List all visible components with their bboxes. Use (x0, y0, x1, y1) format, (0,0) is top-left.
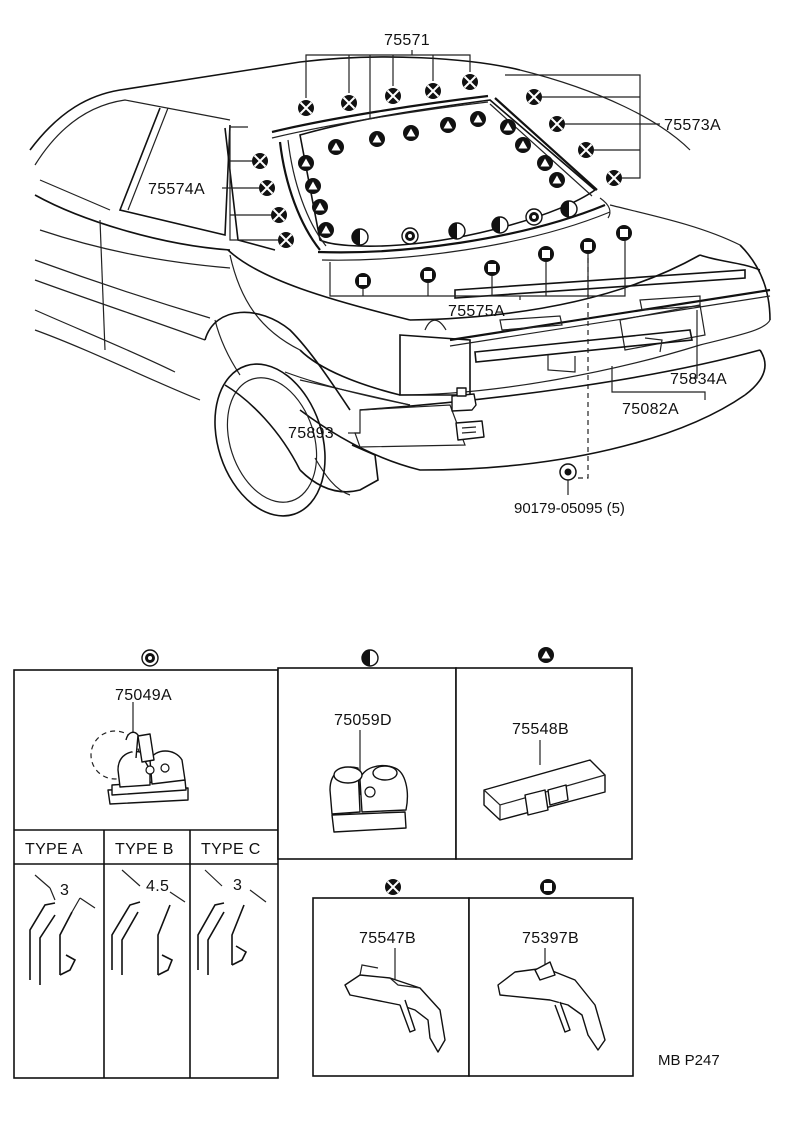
clip-75049a-drawing (90, 702, 189, 805)
type-c-header: TYPE C (201, 841, 261, 858)
label-75397b: 75397B (522, 930, 579, 947)
type-b-profile: 4.5 (111, 869, 186, 976)
type-a-profile: 3 (29, 874, 96, 985)
label-90179: 90179-05095 (5) (514, 500, 625, 517)
type-b-dim: 4.5 (146, 878, 169, 895)
clip-75547b-drawing (344, 948, 446, 1053)
car-body-outline (29, 56, 771, 517)
label-75834a: 75834A (670, 371, 727, 388)
label-75893: 75893 (288, 425, 334, 442)
type-c-dim: 3 (233, 877, 242, 894)
clip-75059d-drawing (329, 730, 409, 833)
type-a-dim: 3 (60, 882, 69, 899)
label-75575a: 75575A (448, 303, 505, 320)
label-75049a: 75049A (115, 687, 172, 704)
type-c-profile: 3 (197, 869, 267, 975)
label-75059d: 75059D (334, 712, 392, 729)
label-75573a: 75573A (664, 117, 721, 134)
leader-lines (222, 50, 706, 479)
half-circle-symbol-icon (361, 649, 379, 667)
cross-circle-symbol-icon (384, 878, 402, 896)
label-75574a: 75574A (148, 181, 205, 198)
legend-grid (13, 667, 634, 1079)
clip-75548b-drawing (483, 740, 606, 821)
bolt-90179 (559, 463, 577, 495)
label-75571: 75571 (384, 32, 430, 49)
bullseye-symbol-icon (141, 649, 159, 667)
triangle-symbol-icon (538, 647, 554, 663)
clip-75397b-drawing (497, 948, 606, 1051)
label-75547b: 75547B (359, 930, 416, 947)
hook-bracket (451, 387, 485, 441)
type-b-header: TYPE B (115, 841, 174, 858)
square-symbol-icon (540, 879, 556, 895)
page-reference: MB P247 (658, 1052, 720, 1069)
label-75548b: 75548B (512, 721, 569, 738)
type-a-header: TYPE A (25, 841, 83, 858)
label-75082a: 75082A (622, 401, 679, 418)
